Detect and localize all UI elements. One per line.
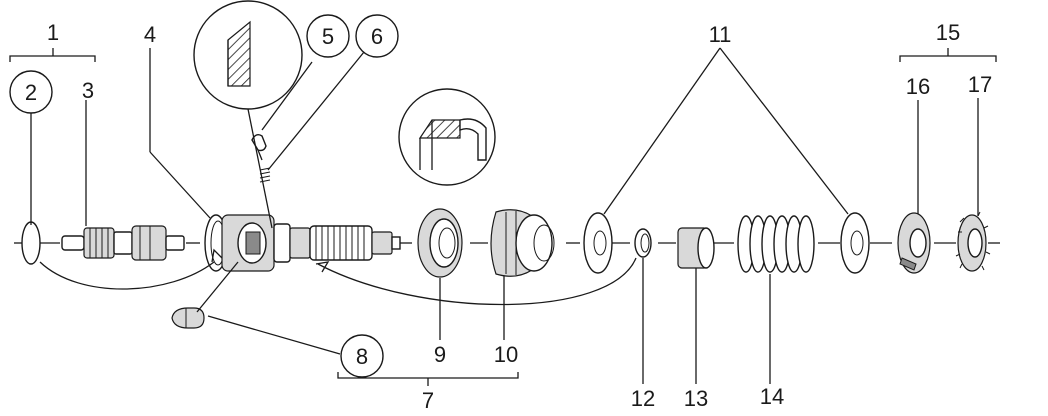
- o-ring-part: [21, 221, 41, 265]
- housing-cup-part: [490, 209, 555, 277]
- callout-label-9: 9: [434, 342, 446, 367]
- callout-circle-8: [340, 334, 384, 378]
- callout-label-6: 6: [371, 24, 383, 49]
- callout-label-14: 14: [760, 384, 784, 409]
- callout-label-16: 16: [906, 74, 930, 99]
- callout-label-15: 15: [936, 20, 960, 45]
- snap-ring-part: [634, 228, 652, 258]
- callout-label-8: 8: [356, 344, 368, 369]
- callout-label-13: 13: [684, 386, 708, 411]
- callout-circle-6: [355, 14, 399, 58]
- splined-shaft-part: [61, 225, 185, 261]
- main-shaft-part: [221, 214, 401, 272]
- toothed-ring-part: [955, 211, 991, 272]
- callout-label-3: 3: [82, 78, 94, 103]
- bearing-ring-part: [417, 208, 463, 278]
- washer-part-b: [840, 212, 870, 274]
- nut-part: [897, 212, 931, 274]
- washer-part-a: [583, 212, 613, 274]
- callout-label-4: 4: [144, 22, 156, 47]
- detail-view-pin-profile: [193, 0, 303, 110]
- callout-label-5: 5: [322, 24, 334, 49]
- callout-label-10: 10: [494, 342, 518, 367]
- bracket-group-15: [899, 48, 997, 62]
- pin-part: [251, 133, 267, 161]
- leader-lines: [30, 47, 979, 384]
- key-part: [171, 307, 205, 329]
- bushing-part: [677, 227, 715, 269]
- bracket-group-1: [9, 48, 96, 62]
- callout-label-12: 12: [631, 386, 655, 411]
- callout-label-2: 2: [25, 80, 37, 105]
- callout-label-17: 17: [968, 72, 992, 97]
- callout-label-7: 7: [422, 388, 434, 413]
- detail-view-seal-profile: [398, 88, 496, 186]
- callout-circle-2: [9, 70, 53, 114]
- bracket-group-7: [337, 372, 519, 386]
- callout-label-11: 11: [709, 22, 732, 47]
- callout-label-1: 1: [47, 20, 59, 45]
- springs-part: [737, 215, 815, 273]
- small-spring-part: [259, 167, 271, 183]
- callout-circle-5: [306, 14, 350, 58]
